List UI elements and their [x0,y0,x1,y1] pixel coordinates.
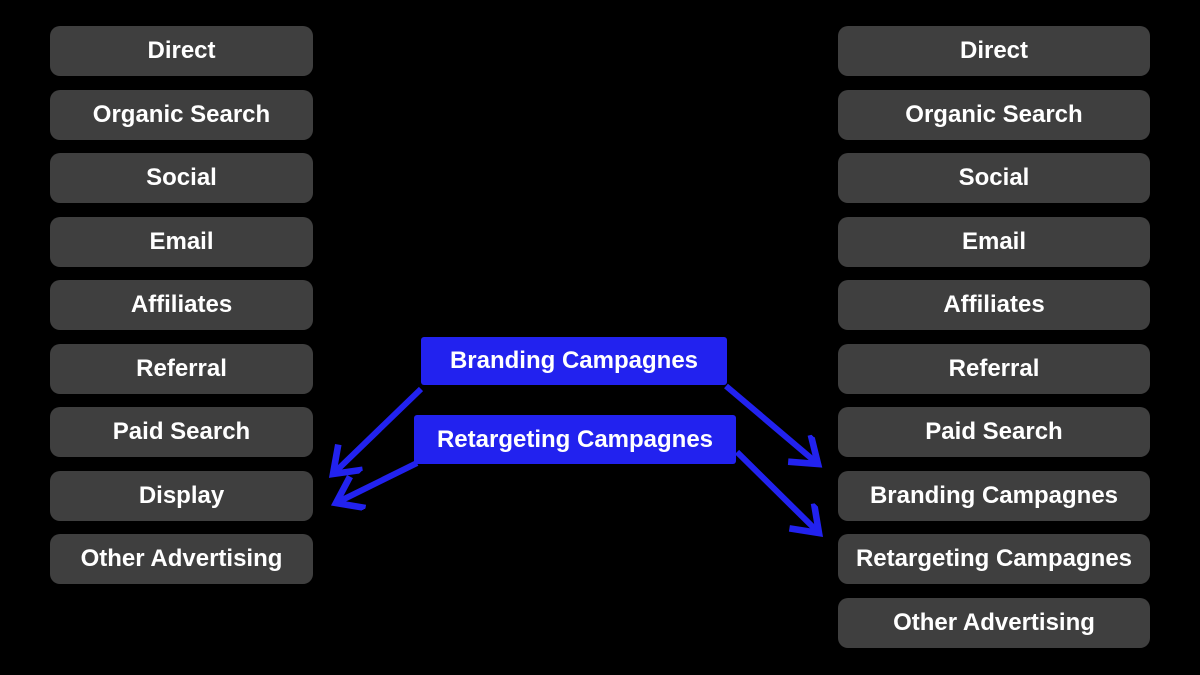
arrow-retargeting-to-display [336,460,419,503]
annotation-retargeting-campagnes: Retargeting Campagnes [414,415,736,464]
channel-node-direct: Direct [838,26,1150,76]
arrow-branding-to-display [333,386,424,474]
channel-node-display: Display [50,470,313,521]
channel-node-affiliates: Affiliates [838,280,1150,330]
channel-node-retargeting-campagnes: Retargeting Campagnes [838,534,1150,584]
channel-node-email: Email [50,216,313,267]
channel-node-direct: Direct [50,26,313,76]
channel-column-after: Direct Organic Search Social Email Affil… [838,26,1150,648]
channel-node-social: Social [838,153,1150,203]
channel-node-other-advertising: Other Advertising [838,597,1150,648]
arrow-retargeting-to-retargeting-campagnes [734,449,819,533]
channel-node-paid-search: Paid Search [50,407,313,457]
channel-node-paid-search: Paid Search [838,407,1150,457]
channel-node-referral: Referral [50,343,313,394]
channel-node-organic-search: Organic Search [838,89,1150,140]
channel-node-organic-search: Organic Search [50,89,313,140]
channel-node-other-advertising: Other Advertising [50,534,313,584]
channel-column-before: Direct Organic Search Social Email Affil… [50,26,313,584]
channel-node-referral: Referral [838,343,1150,394]
channel-node-email: Email [838,216,1150,267]
channel-node-branding-campagnes: Branding Campagnes [838,470,1150,521]
arrow-branding-to-branding-campagnes [724,383,818,464]
annotation-branding-campagnes: Branding Campagnes [421,337,727,385]
channel-node-social: Social [50,153,313,203]
channel-node-affiliates: Affiliates [50,280,313,330]
